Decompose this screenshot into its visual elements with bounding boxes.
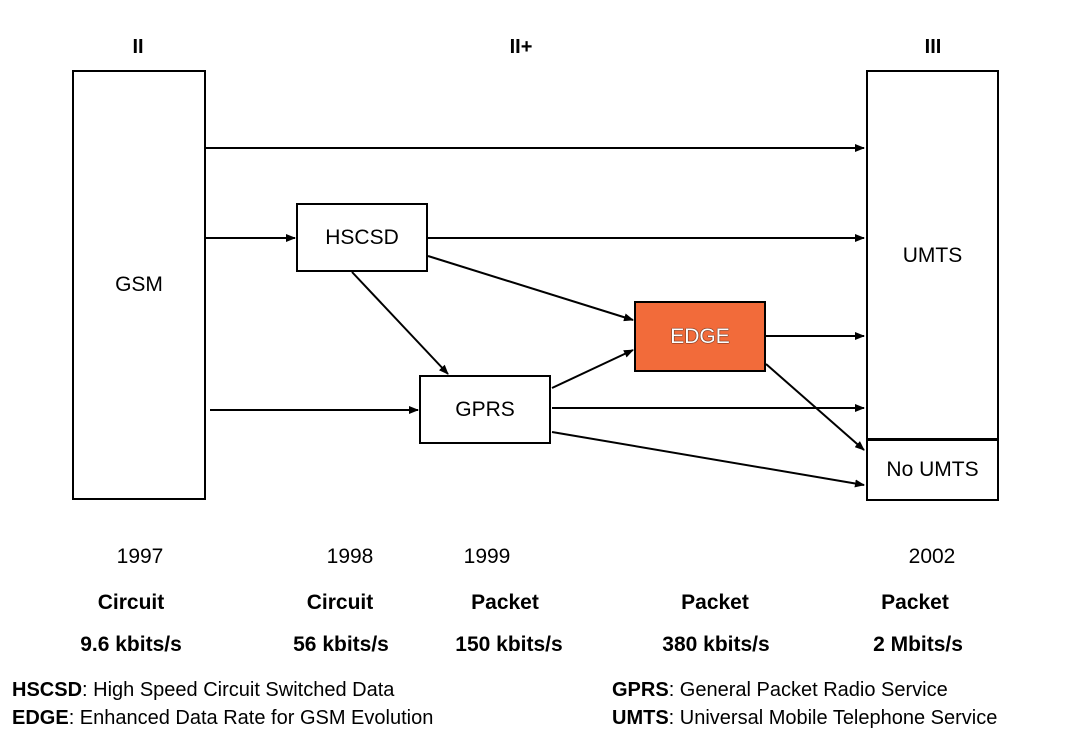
switching-mode-label: Circuit	[306, 591, 374, 614]
gprs-box: GPRS	[419, 375, 551, 444]
no-umts-label: No UMTS	[886, 458, 979, 481]
legend-text: : High Speed Circuit Switched Data	[82, 679, 395, 701]
hscsd-box: HSCSD	[296, 203, 428, 272]
arrow-edge-no-umts	[765, 363, 865, 451]
legend-edge: EDGE: Enhanced Data Rate for GSM Evoluti…	[12, 707, 433, 730]
gprs-label: GPRS	[455, 397, 515, 421]
legend-abbr: EDGE	[12, 707, 69, 729]
switching-mode-label: Circuit	[97, 591, 165, 614]
switching-mode-label: Packet	[681, 591, 749, 614]
umts-box: UMTS	[866, 70, 999, 440]
switching-mode-label: Packet	[881, 591, 949, 614]
arrow-gprs-edge	[551, 349, 634, 389]
arrow-gprs-no-umts	[551, 431, 865, 488]
arrow-hscsd-gprs	[351, 271, 449, 375]
generation-ii-label: II	[132, 36, 144, 58]
data-rate-label: 380 kbits/s	[662, 633, 770, 656]
legend-hscsd: HSCSD: High Speed Circuit Switched Data	[12, 679, 394, 702]
gsm-label: GSM	[115, 273, 163, 296]
generation-iii-label: III	[924, 36, 942, 58]
legend-abbr: UMTS	[612, 707, 669, 729]
data-rate-label: 150 kbits/s	[455, 633, 563, 656]
generation-ii-plus-label: II+	[509, 36, 533, 58]
switching-mode-label: Packet	[471, 591, 539, 614]
arrow-hscsd-edge	[427, 255, 634, 322]
legend-abbr: GPRS	[612, 679, 669, 701]
legend-text: : General Packet Radio Service	[668, 679, 948, 701]
year-label: 1999	[463, 545, 511, 568]
legend-gprs: GPRS: General Packet Radio Service	[612, 679, 948, 702]
legend-text: : Universal Mobile Telephone Service	[668, 707, 998, 729]
legend-abbr: HSCSD	[12, 679, 83, 701]
data-rate-label: 56 kbits/s	[293, 633, 389, 656]
legend-umts: UMTS: Universal Mobile Telephone Service	[612, 707, 997, 730]
year-label: 2002	[908, 545, 956, 568]
edge-box: EDGE	[634, 301, 766, 372]
year-label: 1997	[116, 545, 164, 568]
gsm-box: GSM	[72, 70, 206, 500]
no-umts-box: No UMTS	[866, 438, 999, 501]
year-label: 1998	[326, 545, 374, 568]
data-rate-label: 9.6 kbits/s	[80, 633, 182, 656]
umts-label: UMTS	[902, 244, 963, 267]
hscsd-label: HSCSD	[325, 225, 399, 249]
legend-text: : Enhanced Data Rate for GSM Evolution	[68, 707, 434, 729]
data-rate-label: 2 Mbits/s	[873, 633, 963, 656]
edge-label: EDGE	[670, 324, 730, 348]
